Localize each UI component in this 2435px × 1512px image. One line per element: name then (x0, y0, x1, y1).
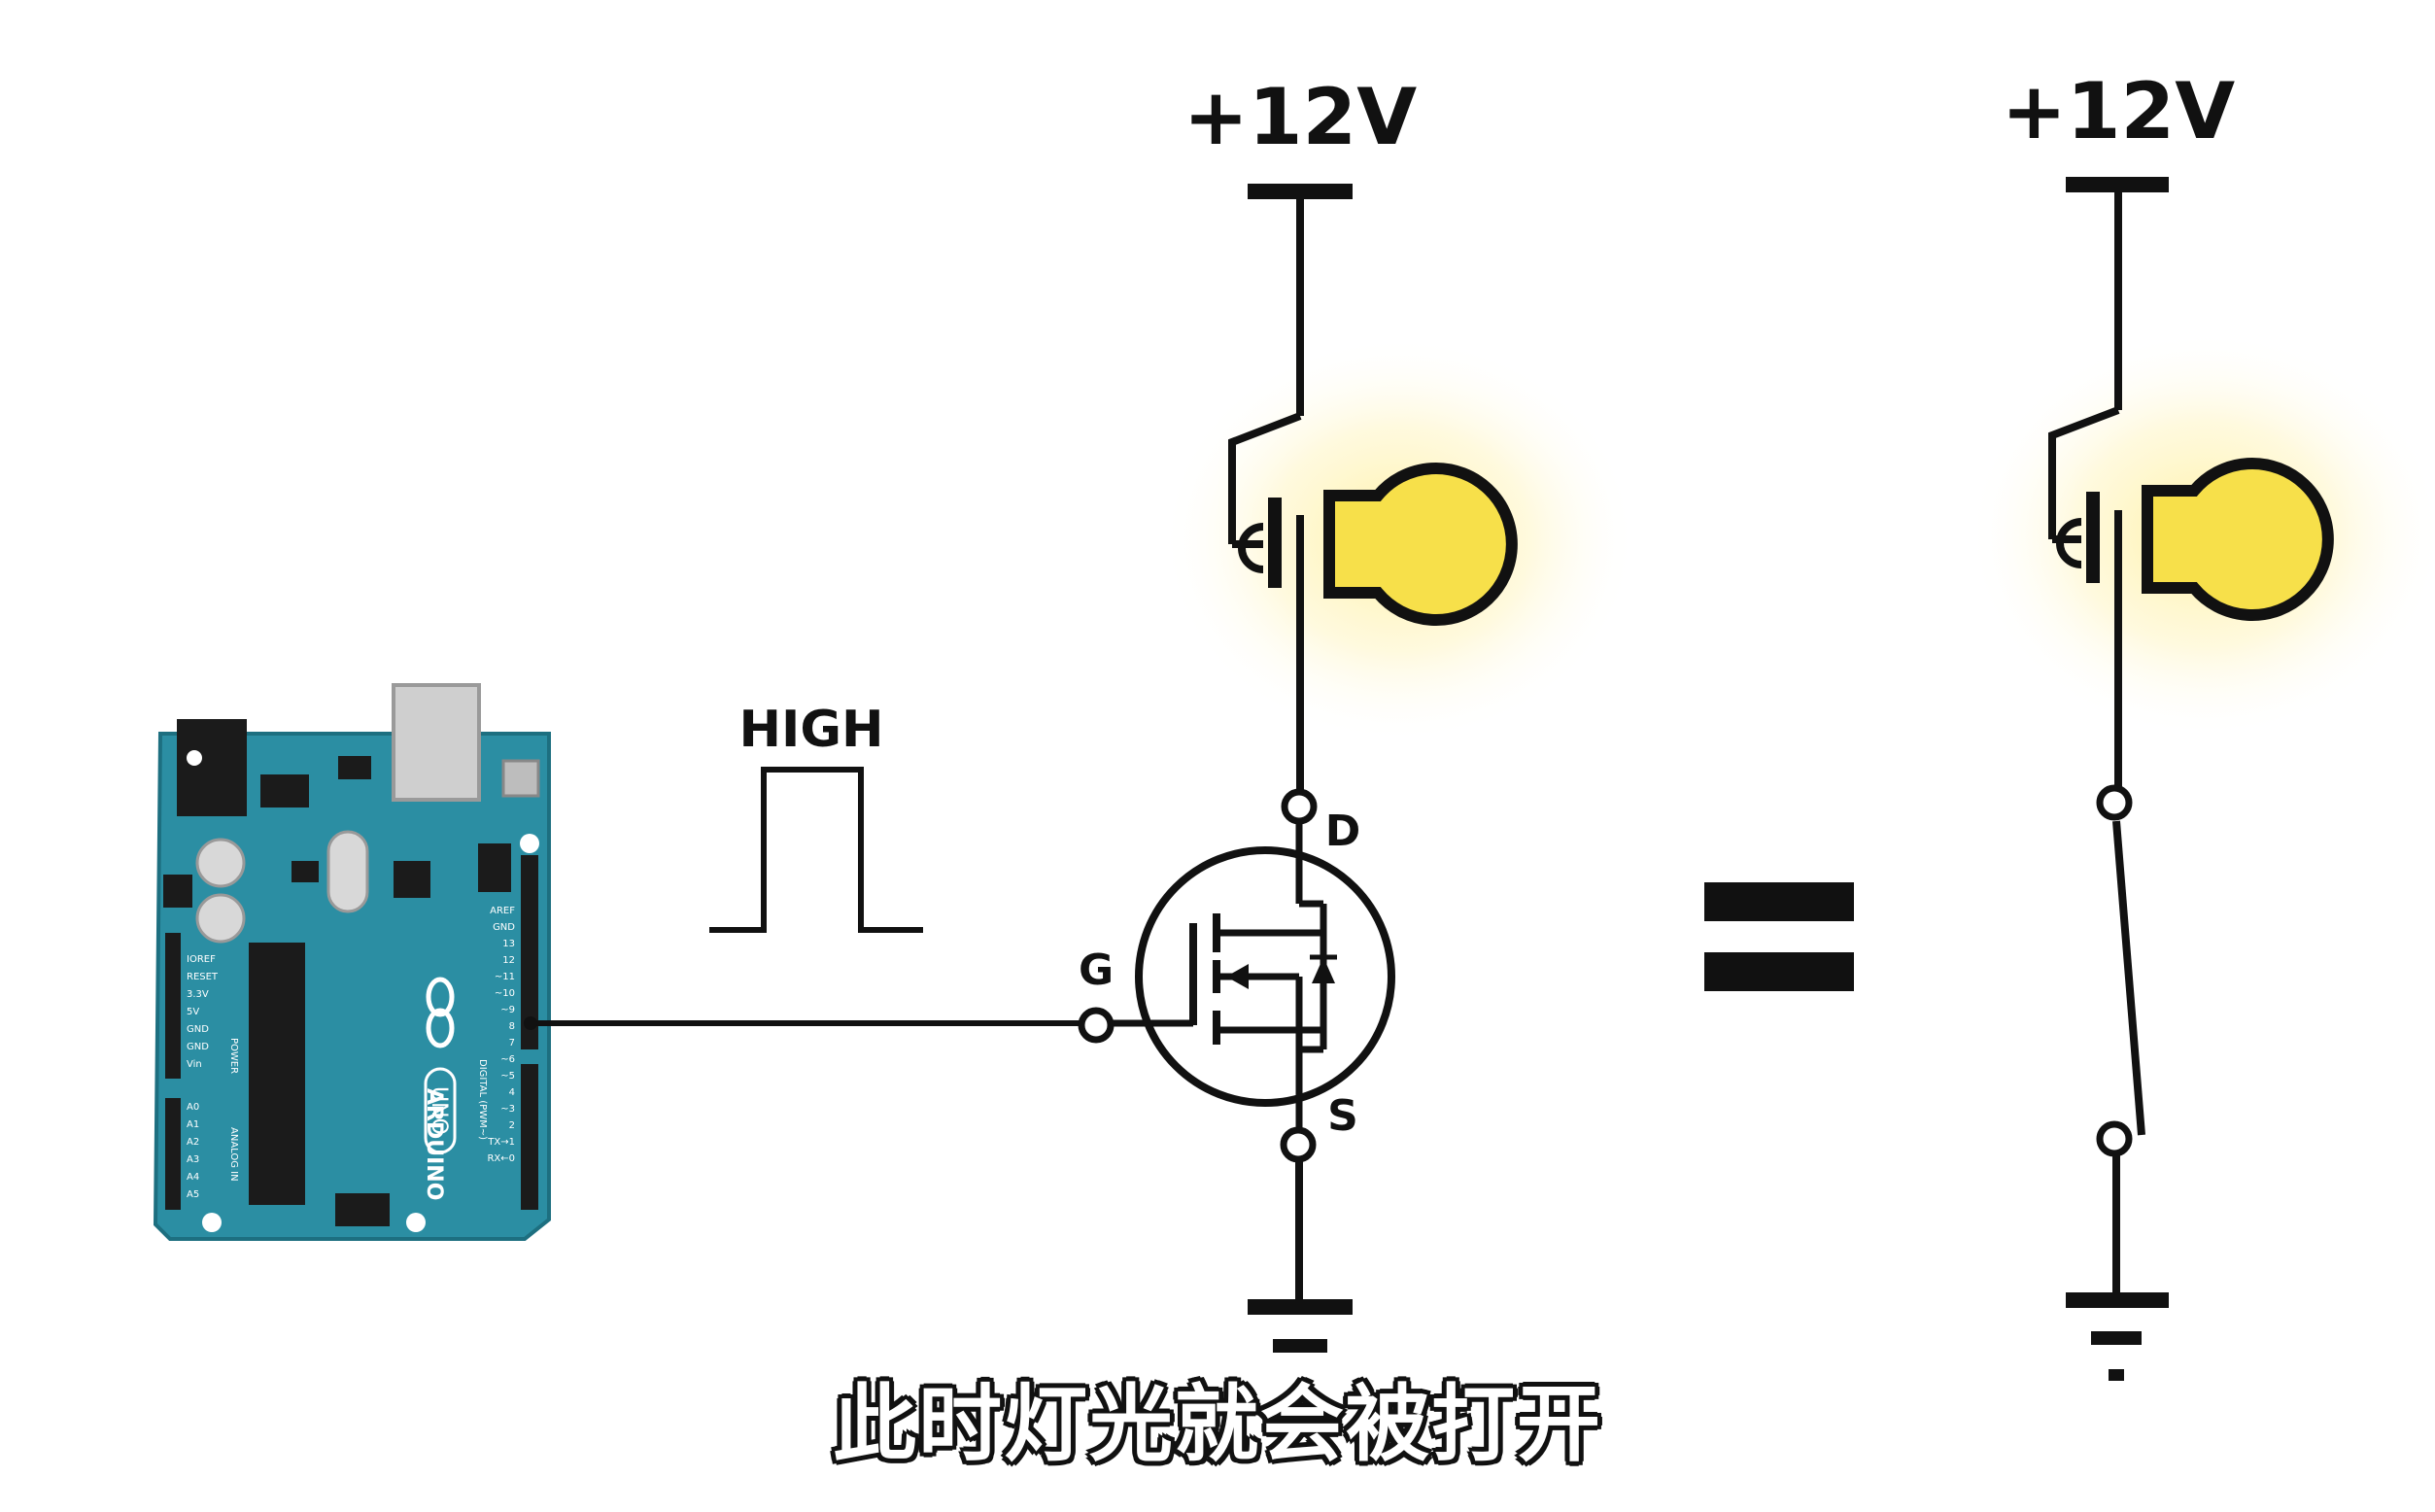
pin-label: GND (187, 1024, 209, 1035)
power-section-label: POWER (228, 1038, 239, 1074)
pin-label: 12 (502, 955, 515, 966)
pin-label: 13 (502, 939, 515, 949)
power-header (165, 933, 181, 1079)
analog-section-label: ANALOG IN (228, 1127, 239, 1182)
pin-label: IOREF (187, 954, 216, 965)
caption-subtitle: 此时灯光就会被打开 (833, 1376, 1602, 1473)
pin-label: ~3 (500, 1104, 515, 1115)
microcontroller-chip (249, 943, 305, 1205)
ground-icon-left (1248, 1299, 1353, 1353)
pin-label: A4 (187, 1172, 199, 1183)
digital-section-label: DIGITAL (PWM~) (477, 1059, 488, 1140)
gate-terminal (1078, 1007, 1115, 1044)
mosfet-icon (1093, 821, 1395, 1127)
pin-label: ~9 (500, 1005, 515, 1015)
analog-header (165, 1098, 181, 1210)
source-label: S (1327, 1091, 1358, 1141)
pin-label: 8 (509, 1021, 515, 1032)
lamp-icon (1228, 412, 1518, 797)
pin-label: ~5 (500, 1071, 515, 1082)
pin-label: GND (187, 1042, 209, 1052)
pin-label: 4 (509, 1087, 515, 1098)
lamp-icon-right (2048, 406, 2334, 787)
high-pulse-icon (709, 767, 923, 933)
arduino-logo-icon (426, 977, 455, 1048)
supply-label-right: +12V (2002, 66, 2235, 156)
pin-label: 5V (187, 1007, 199, 1017)
digital-header-low (521, 1064, 538, 1210)
usb-port-icon (392, 683, 481, 802)
pin-label: ~10 (495, 988, 515, 999)
switch-top-terminal (2096, 784, 2133, 821)
digital-header-high (521, 855, 538, 1049)
pin-label: A1 (187, 1119, 199, 1130)
pin-label: Vin (187, 1059, 202, 1070)
pin-label: A0 (187, 1102, 199, 1113)
pin-label: 3.3V (187, 989, 209, 1000)
gate-signal: HIGH (524, 701, 1081, 1030)
pin-label: RX←0 (487, 1153, 515, 1164)
bulb-icon (1323, 463, 1518, 626)
pin-label: TX→1 (487, 1137, 515, 1148)
pin-label: A3 (187, 1154, 199, 1165)
switch-equivalent-circuit: +12V (1968, 66, 2435, 1381)
pin-label: GND (493, 922, 515, 933)
gate-label: G (1079, 945, 1114, 995)
power-pin-labels: IOREF RESET 3.3V 5V GND GND Vin (187, 954, 219, 1070)
power-jack-icon (177, 719, 247, 816)
pin-label: AREF (490, 906, 515, 916)
bulb-icon-right (2142, 458, 2334, 621)
pin-label: 2 (509, 1120, 515, 1131)
high-label: HIGH (738, 701, 883, 759)
pin-label: RESET (187, 972, 219, 982)
equals-icon (1704, 882, 1854, 991)
closed-switch-icon (2112, 820, 2145, 1136)
supply-label-left: +12V (1183, 72, 1417, 162)
source-terminal (1280, 1126, 1317, 1163)
digital-pin-labels: AREF GND 13 12 ~11 ~10 ~9 8 7 ~6 ~5 4 ~3 2TX→1RX←0 (487, 906, 515, 1164)
reset-button-icon (501, 759, 540, 798)
pin-label: ~11 (495, 972, 515, 982)
ground-icon-right (2066, 1292, 2169, 1381)
drain-label: D (1325, 807, 1361, 856)
mosfet-circuit: +12V D (1078, 72, 1637, 1353)
drain-terminal (1281, 788, 1318, 825)
board-model: UNO (427, 1086, 451, 1135)
pin-label: 7 (509, 1038, 515, 1048)
pin-label: A2 (187, 1137, 199, 1148)
pin-label: ~6 (500, 1054, 515, 1065)
pin-label: A5 (187, 1189, 199, 1200)
switch-bottom-terminal (2096, 1120, 2133, 1157)
